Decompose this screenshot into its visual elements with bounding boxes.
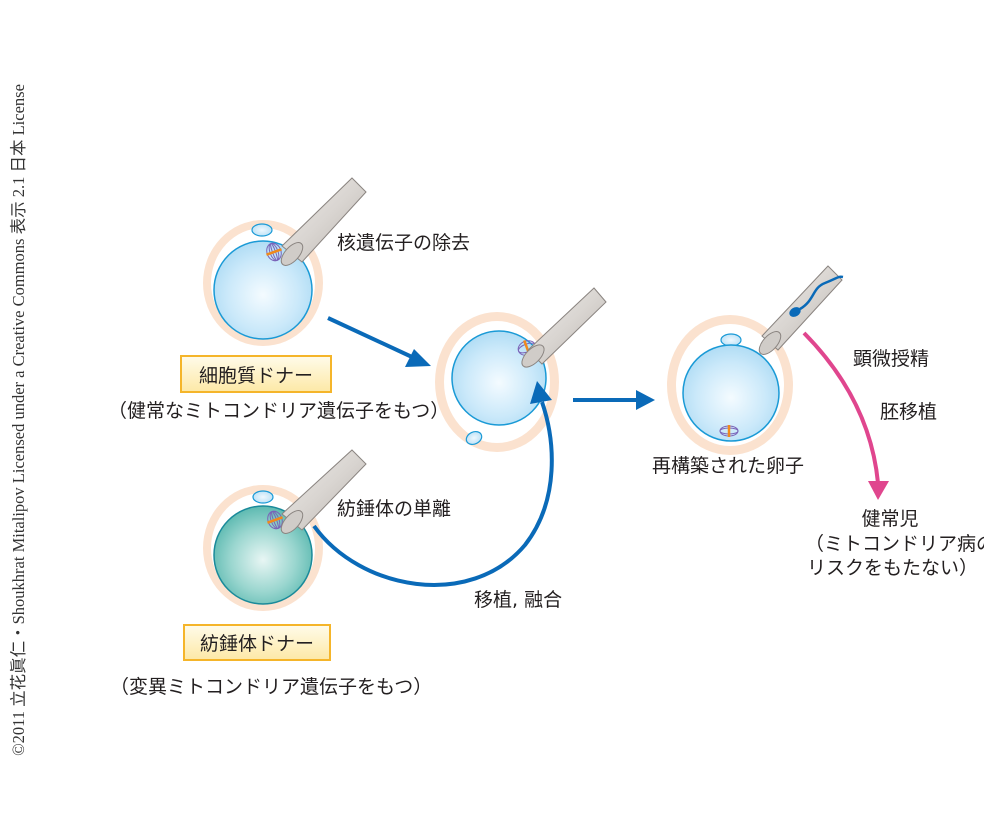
polar-body: [252, 490, 274, 504]
spindle-icon: [266, 242, 282, 262]
embryo-transfer-arrow: [802, 331, 889, 500]
spindle-donor-label: 紡錘体ドナー: [199, 633, 314, 655]
label-healthy-child: 健常児: [861, 508, 919, 530]
label-icsi: 顕微授精: [853, 348, 930, 370]
sperm-icon: [789, 275, 844, 317]
cytoplasm-donor-box: 細胞質ドナー: [180, 355, 332, 393]
micropipette-4: [280, 449, 367, 534]
label-reconstructed-egg: 再構築された卵子: [652, 455, 805, 477]
label-nuclear-removal: 核遺伝子の除去: [337, 232, 471, 254]
label-healthy-child-note-1: （ミトコンドリア病の: [805, 533, 984, 555]
arrow-to-reconstruction: [327, 316, 431, 367]
arrow-to-reconstructed-egg: [573, 390, 655, 410]
label-spindle-donor-note: （変異ミトコンドリア遺伝子をもつ）: [110, 676, 433, 698]
label-healthy-child-note-2: リスクをもたない）: [807, 557, 979, 579]
license-credit: ©2011 立花眞仁・Shoukhrat Mitalipov Licensed …: [9, 84, 28, 756]
label-transfer-fusion: 移植, 融合: [474, 589, 563, 611]
micropipette-1: [280, 177, 367, 266]
icsi-pipette: [758, 265, 844, 355]
label-embryo-transfer: 胚移植: [880, 401, 938, 423]
label-spindle-isolation: 紡錘体の単離: [337, 498, 452, 520]
polar-body: [465, 430, 483, 446]
spindle-icon: [267, 510, 283, 530]
polar-body: [251, 223, 273, 237]
cytoplasm-donor-label: 細胞質ドナー: [198, 364, 313, 387]
spindle-donor-box: 紡錘体ドナー: [183, 624, 331, 661]
micropipette-2: [521, 287, 607, 368]
spindle-transfer-arrow: [312, 381, 554, 587]
recipient-egg: [435, 312, 559, 452]
label-cytoplasm-donor-note: （健常なミトコンドリア遺伝子をもつ）: [108, 400, 450, 422]
polar-body: [720, 333, 742, 347]
spindle-icon: [719, 425, 739, 437]
